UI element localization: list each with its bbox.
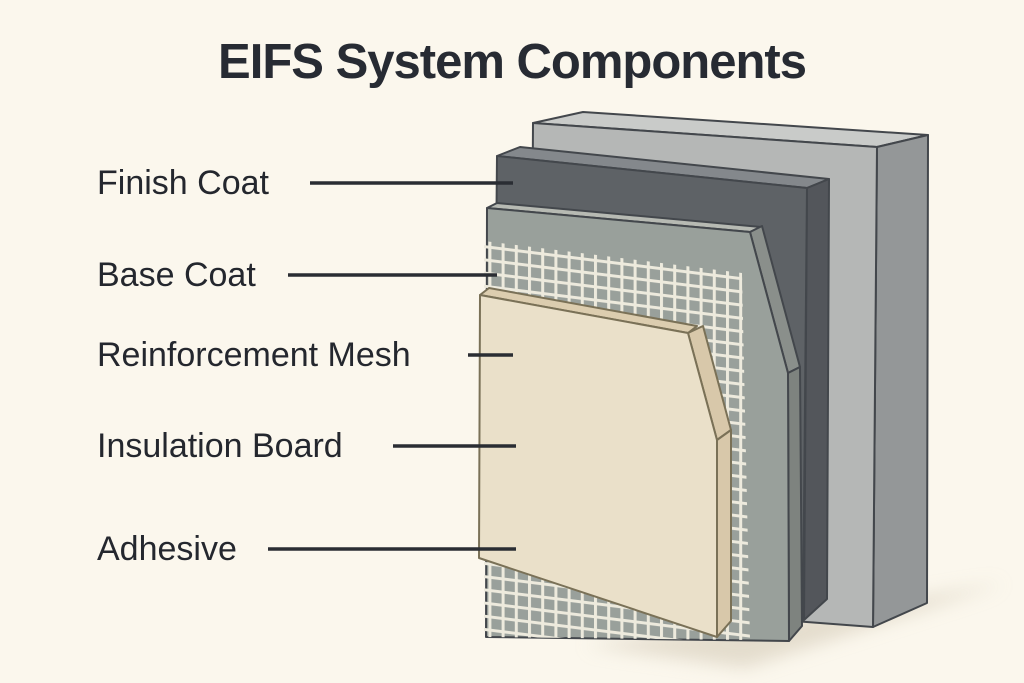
reinforcement-mesh-label: Reinforcement Mesh (97, 336, 411, 374)
finish-coat-label: Finish Coat (97, 164, 269, 202)
finish-coat-side-face (803, 178, 830, 621)
insulation-side-face (716, 429, 732, 638)
adhesive-label: Adhesive (97, 530, 237, 568)
substrate-side-face (872, 134, 929, 628)
leader-lines (268, 181, 516, 551)
base-coat-label: Base Coat (97, 256, 256, 294)
page-title: EIFS System Components (218, 35, 807, 89)
insulation-board-label: Insulation Board (97, 427, 343, 465)
base-coat-side-face (787, 366, 803, 642)
insulation-front-face (478, 294, 718, 638)
insulation-board-layer (478, 287, 732, 638)
